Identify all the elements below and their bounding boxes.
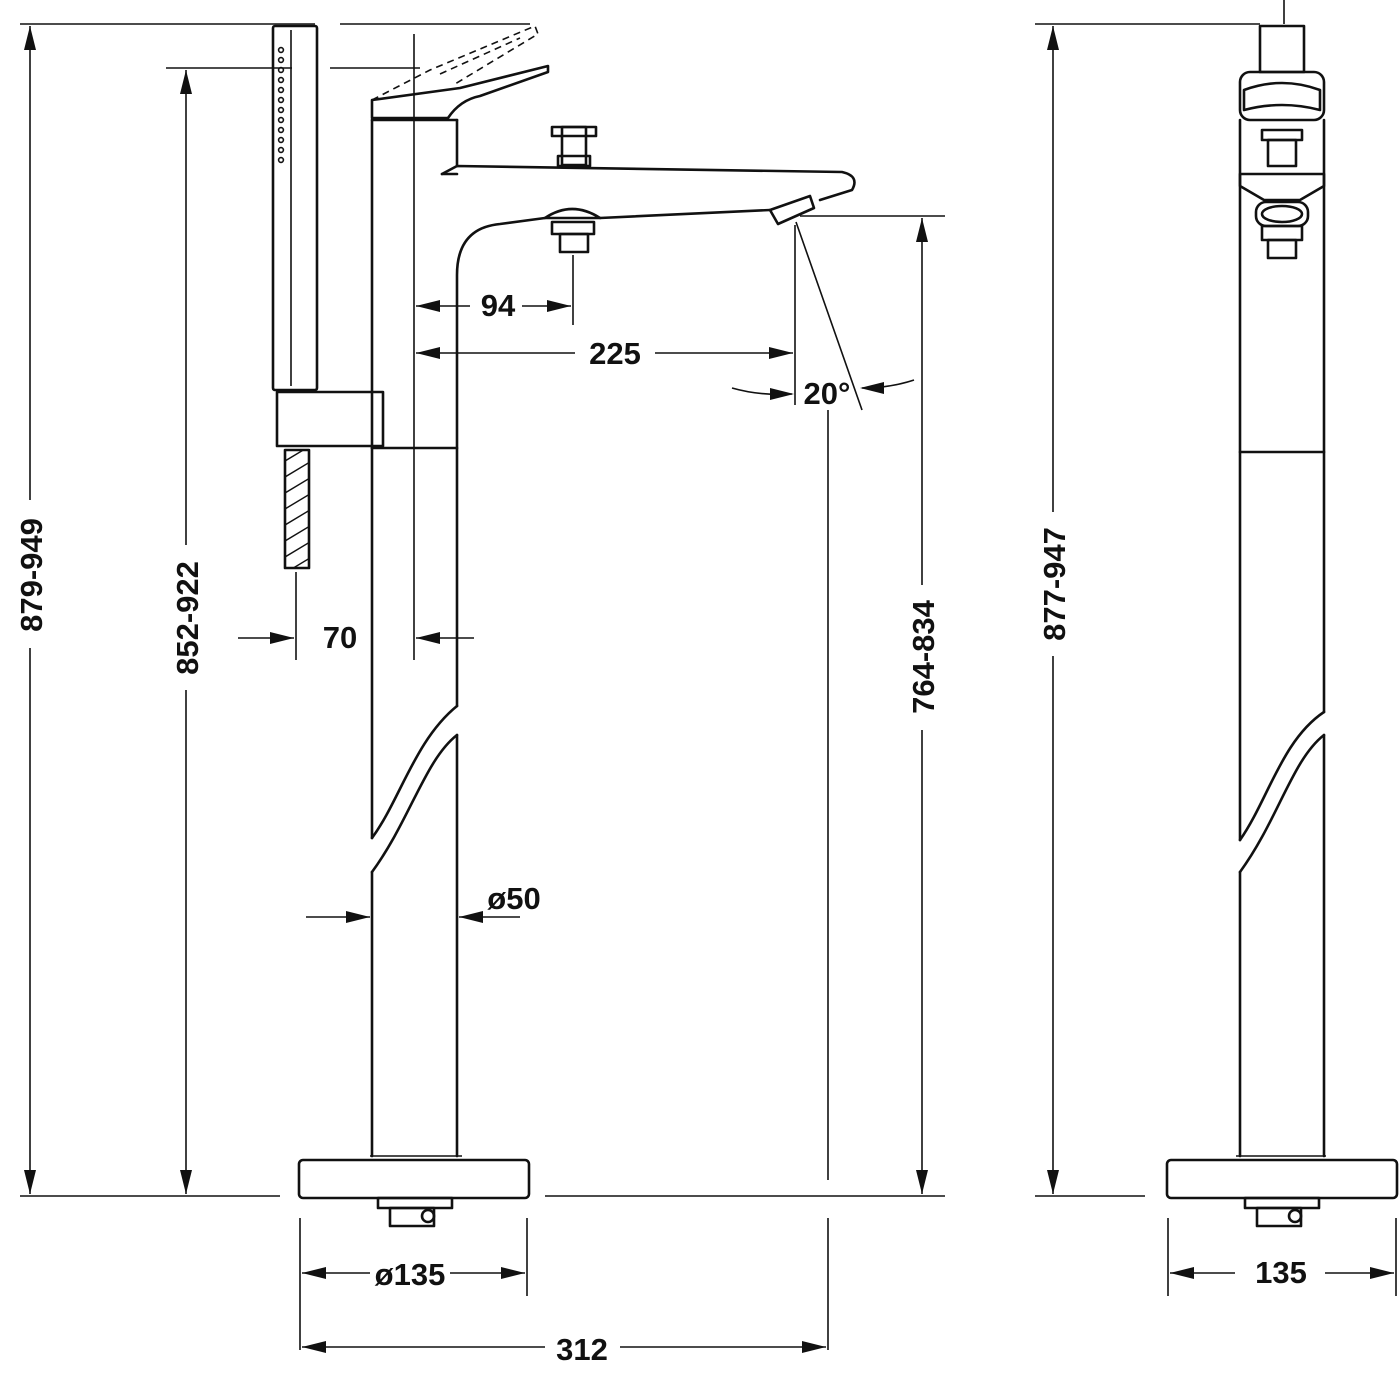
side-top-assembly (1238, 24, 1326, 260)
front-pillar (370, 118, 547, 1158)
front-drain-fitting (376, 1196, 454, 1228)
label-spout-height: 764-834 (906, 599, 941, 714)
dimension-labels: 879-949 852-922 764-834 877-947 94 225 2… (14, 288, 1307, 1367)
side-drain-fitting (1243, 1196, 1321, 1228)
label-base-diameter: ø135 (375, 1257, 446, 1292)
label-pillar-diameter: ø50 (487, 881, 540, 916)
front-view (271, 24, 856, 1228)
front-lever-handle (370, 24, 550, 120)
front-diverter (543, 125, 602, 254)
dimension-lines (20, 0, 1397, 1353)
front-hand-shower (271, 24, 385, 570)
label-total-height-left: 879-949 (14, 518, 49, 632)
front-base-plate (297, 1158, 531, 1200)
side-pillar (1238, 118, 1326, 1158)
label-handle-offset: 94 (481, 288, 516, 323)
label-spout-reach: 225 (589, 336, 641, 371)
label-handle-height: 852-922 (170, 561, 205, 675)
side-base-plate (1165, 1158, 1399, 1200)
label-spout-angle: 20° (804, 376, 851, 411)
side-view (1165, 24, 1399, 1228)
shower-nozzles (277, 46, 285, 164)
front-spout (440, 164, 856, 226)
label-overall-depth: 312 (556, 1332, 608, 1367)
label-total-height-right: 877-947 (1037, 527, 1072, 641)
label-hose-offset: 70 (323, 620, 357, 655)
label-base-width-side: 135 (1255, 1255, 1307, 1290)
